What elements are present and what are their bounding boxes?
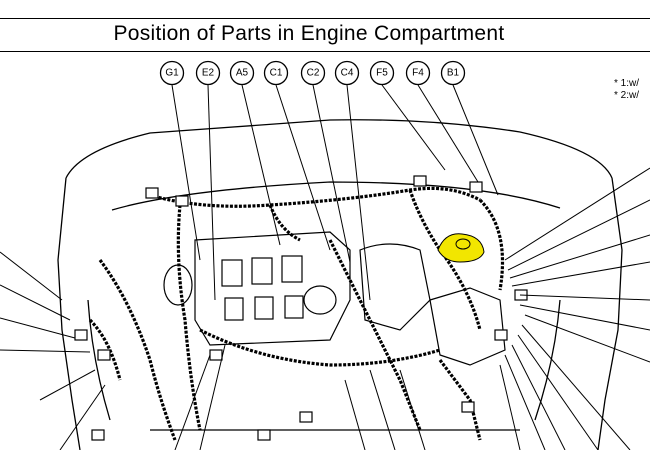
callout-f4: F4 [405, 60, 431, 86]
side-leaders [0, 167, 650, 450]
svg-text:G1: G1 [165, 68, 179, 79]
callout-leaders [171, 84, 499, 301]
svg-text:F5: F5 [376, 68, 388, 79]
svg-text:B1: B1 [447, 68, 460, 79]
callout-b1: B1 [440, 60, 466, 86]
svg-text:E2: E2 [202, 68, 215, 79]
footnotes: * 1:w/ * 2:w/ [614, 78, 639, 102]
footnote-2: * 2:w/ [614, 90, 640, 101]
title-bar: Position of Parts in Engine Compartment [0, 18, 650, 52]
callout-f5: F5 [369, 60, 395, 86]
callout-a5: A5 [229, 60, 255, 86]
svg-text:C1: C1 [270, 68, 283, 79]
callout-c4: C4 [334, 60, 360, 86]
svg-text:C4: C4 [341, 68, 354, 79]
highlighted-part [437, 233, 485, 263]
svg-text:A5: A5 [236, 68, 249, 79]
page-title: Position of Parts in Engine Compartment [113, 22, 505, 45]
engine-bay-outline [57, 119, 623, 450]
svg-text:C2: C2 [307, 68, 320, 79]
callout-c1: C1 [263, 60, 289, 86]
callout-g1: G1 [159, 60, 185, 86]
engine-block [163, 231, 506, 366]
callout-e2: E2 [195, 60, 221, 86]
svg-text:F4: F4 [412, 68, 424, 79]
callout-c2: C2 [300, 60, 326, 86]
callout-badges: G1 E2 A5 C1 C2 C4 F5 F4 [159, 60, 466, 86]
connectors [74, 175, 528, 441]
wire-harness [88, 186, 504, 441]
footnote-1: * 1:w/ [614, 78, 640, 89]
